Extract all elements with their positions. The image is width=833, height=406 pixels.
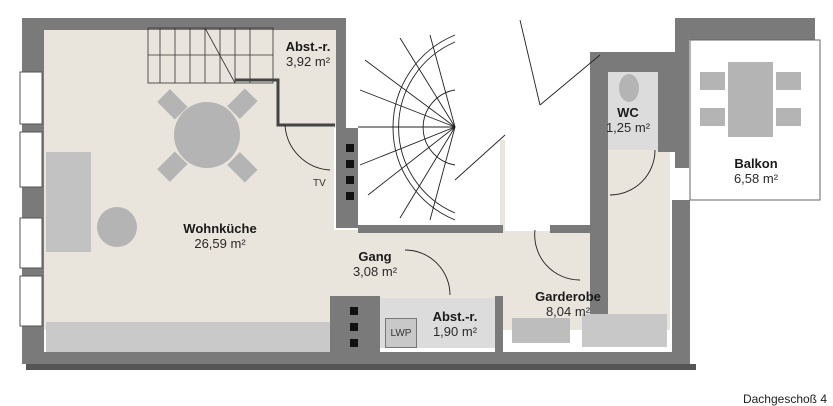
lwp-label: LWP [390,327,412,339]
landing-area [505,106,600,231]
room-label-garderobe: Garderobe 8,04 m² [528,289,608,320]
room-name: Gang [358,249,392,264]
room-name: WC [617,105,639,120]
lwp-unit: LWP [385,318,417,348]
balcony [689,39,821,201]
room-name: Wohnküche [183,221,257,236]
wardrobe-right [582,314,667,347]
sofa [46,152,91,252]
room-area: 3,08 m² [352,263,398,279]
room-name: Garderobe [535,289,601,304]
wardrobe-left [512,318,570,343]
tv-label: TV [313,178,326,189]
room-label-wohnkueche: Wohnküche 26,59 m² [170,221,270,252]
kitchen-counter [46,322,336,352]
room-label-wc: WC 1,25 m² [598,105,658,136]
room-label-gang: Gang 3,08 m² [340,249,410,280]
floor-label: Dachgeschoß 4 [742,392,827,406]
room-area: 1,25 m² [605,119,651,135]
insulation-strip [26,364,696,370]
dining-table [97,88,258,247]
room-label-abstellraum-small: Abst.-r. 1,90 m² [420,309,490,340]
room-area: 3,92 m² [285,53,331,69]
room-area: 8,04 m² [545,303,591,319]
spiral-stair [358,19,601,221]
room-area: 6,58 m² [733,170,779,186]
room-name: Abst.-r. [285,39,331,54]
room-label-balkon: Balkon 6,58 m² [716,156,796,187]
doors [284,124,656,296]
shaft-squares [346,144,358,347]
room-name: Balkon [734,156,778,171]
room-area: 26,59 m² [194,235,246,251]
room-area: 1,90 m² [432,323,478,339]
toilet [619,74,639,102]
windows [19,71,43,327]
straight-stair [147,27,335,127]
room-label-abstellraum-top: Abst.-r. 3,92 m² [268,39,348,70]
room-name: Abst.-r. [432,309,478,324]
